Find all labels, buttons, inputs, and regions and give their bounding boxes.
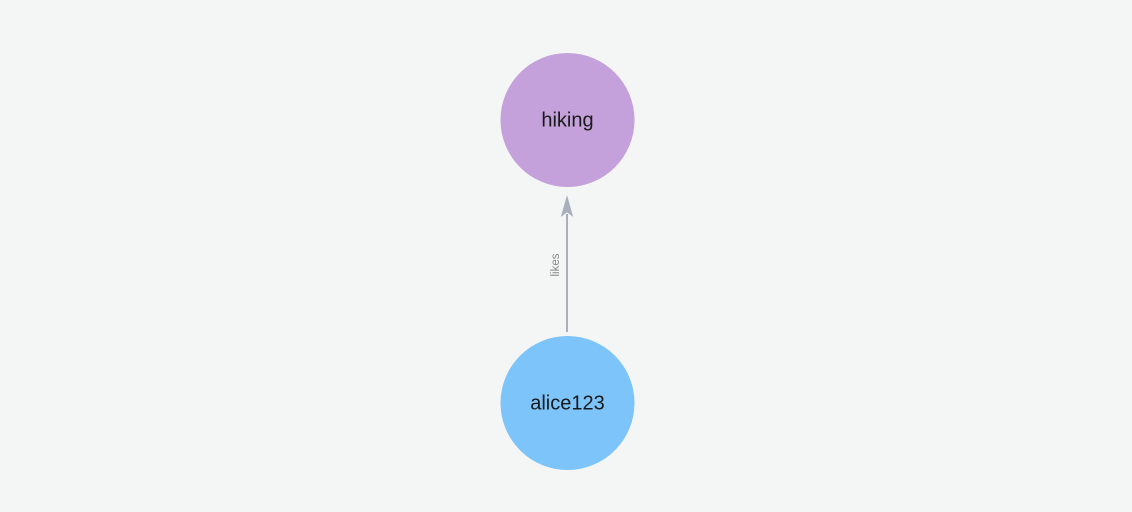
node-hiking-label: hiking (541, 109, 593, 131)
edge-label: likes (550, 253, 562, 276)
node-hiking-circle (500, 53, 635, 187)
edge-alice123-likes-hiking[interactable]: likes (550, 195, 574, 332)
edge-arrowhead-icon (560, 195, 574, 217)
node-alice123-label: alice123 (530, 392, 605, 414)
node-hiking[interactable]: hiking (500, 53, 635, 187)
node-alice123-circle (500, 336, 635, 470)
node-alice123[interactable]: alice123 (500, 336, 635, 470)
